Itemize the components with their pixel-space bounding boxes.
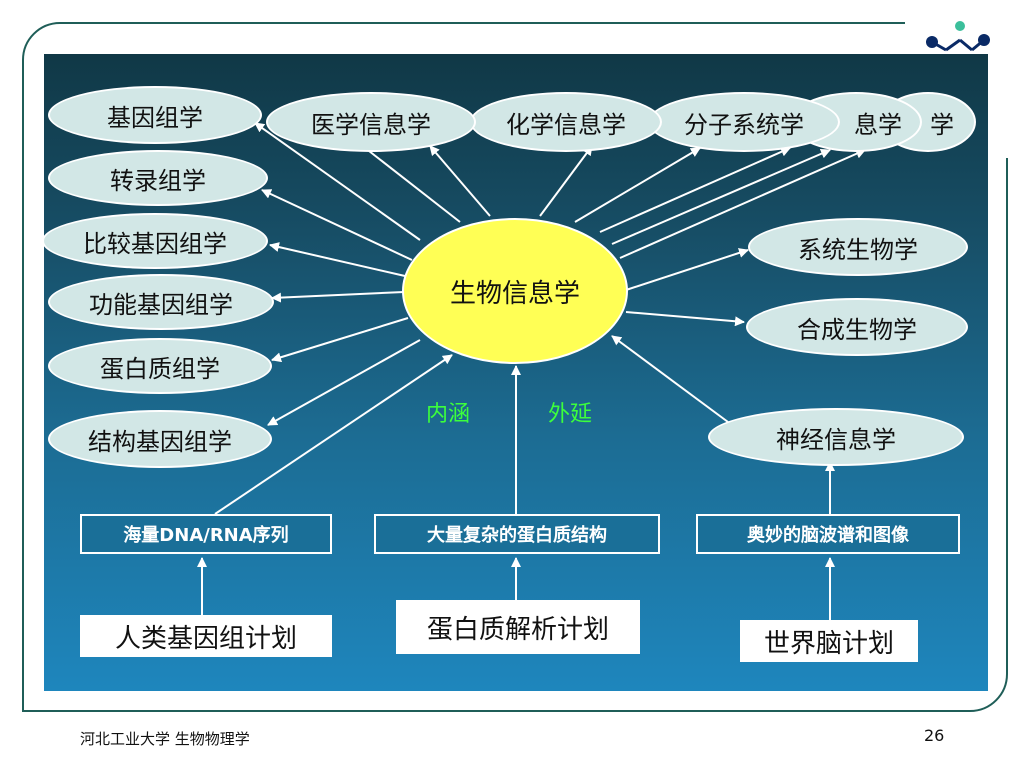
node-label: 医学信息学 bbox=[311, 110, 431, 139]
plan-world-brain: 世界脑计划 bbox=[740, 620, 918, 662]
node-label: 合成生物学 bbox=[797, 315, 917, 344]
node-medical-informatics: 医学信息学 bbox=[266, 92, 476, 152]
label-outer: 外延 bbox=[548, 402, 593, 427]
node-proteomics: 蛋白质组学 bbox=[48, 338, 272, 394]
box-dna-rna-sequences: 海量DNA/RNA序列 bbox=[80, 514, 332, 554]
box-brain-waves: 奥妙的脑波谱和图像 bbox=[696, 514, 960, 554]
node-label: 转录组学 bbox=[110, 166, 206, 195]
node-synthetic-biology: 合成生物学 bbox=[746, 298, 968, 356]
node-comparative-genomics: 比较基因组学 bbox=[42, 213, 268, 269]
node-label: 息学 bbox=[854, 110, 902, 139]
node-chemical-informatics: 化学信息学 bbox=[470, 92, 662, 152]
node-label: 基因组学 bbox=[107, 103, 203, 132]
node-neuroinformatics: 神经信息学 bbox=[708, 408, 964, 466]
node-label: 结构基因组学 bbox=[88, 427, 232, 456]
node-label: 系统生物学 bbox=[798, 235, 918, 264]
plan-protein-analysis: 蛋白质解析计划 bbox=[396, 600, 640, 654]
center-bioinformatics: 生物信息学 bbox=[402, 218, 628, 364]
slide-frame bbox=[22, 22, 1008, 712]
node-label: 神经信息学 bbox=[776, 425, 896, 454]
node-label: 功能基因组学 bbox=[89, 290, 233, 319]
plan-human-genome: 人类基因组计划 bbox=[80, 615, 332, 657]
arrow-to-genomics bbox=[254, 122, 421, 241]
node-functional-genomics: 功能基因组学 bbox=[48, 274, 274, 330]
node-label: 蛋白质组学 bbox=[100, 354, 220, 383]
molecule-logo-icon bbox=[926, 21, 990, 52]
node-label: 学 bbox=[930, 110, 954, 139]
page-number: 26 bbox=[924, 726, 945, 745]
node-systems-biology: 系统生物学 bbox=[748, 218, 968, 276]
frame-gap-right bbox=[995, 28, 1015, 158]
node-label: 化学信息学 bbox=[506, 110, 626, 139]
center-label: 生物信息学 bbox=[449, 278, 580, 309]
node-transcriptomics: 转录组学 bbox=[48, 150, 268, 206]
node-structural-genomics: 结构基因组学 bbox=[48, 410, 272, 468]
node-label: 比较基因组学 bbox=[83, 229, 227, 258]
node-genomics: 基因组学 bbox=[48, 86, 262, 144]
footer-institution: 河北工业大学 生物物理学 bbox=[80, 730, 250, 748]
label-inner: 内涵 bbox=[426, 402, 471, 427]
node-molecular-systematics: 分子系统学 bbox=[648, 92, 840, 152]
node-label: 分子系统学 bbox=[684, 110, 804, 139]
box-protein-structures: 大量复杂的蛋白质结构 bbox=[374, 514, 660, 554]
